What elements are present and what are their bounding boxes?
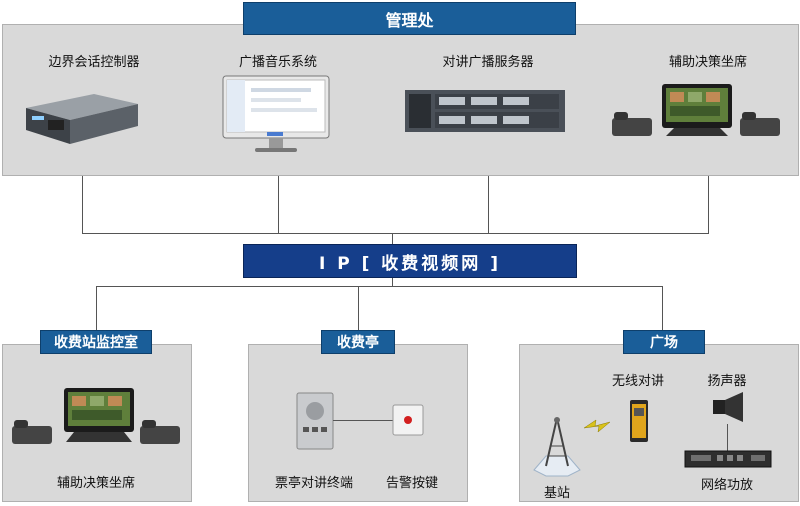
- connector: [82, 176, 83, 234]
- intercom-terminal-icon: [296, 392, 334, 450]
- connector: [82, 233, 709, 234]
- base-station-icon: [533, 417, 581, 477]
- device-label: 边界会话控制器: [48, 55, 140, 70]
- device-label: 辅助决策坐席: [668, 55, 748, 70]
- connector: [278, 176, 279, 234]
- connector: [333, 420, 393, 421]
- monitor-icon: [222, 75, 330, 152]
- device-label: 对讲广播服务器: [442, 55, 534, 70]
- walkie-talkie-icon: [630, 400, 648, 442]
- ip-network-bar: I P [ 收费视频网 ]: [243, 244, 577, 278]
- device-label: 网络功放: [700, 478, 754, 493]
- device-label: 辅助决策坐席: [56, 476, 136, 491]
- toll-booth-title: 收费亭: [321, 330, 395, 354]
- device-label: 无线对讲: [611, 374, 665, 389]
- alarm-button-icon: [392, 404, 424, 436]
- connector: [488, 176, 489, 234]
- plaza-title: 广场: [623, 330, 705, 354]
- speaker-icon: [713, 392, 743, 422]
- device-label: 告警按键: [385, 476, 439, 491]
- connector: [662, 286, 663, 330]
- toll-booth-panel: [248, 344, 468, 502]
- network-amplifier-icon: [684, 450, 772, 468]
- connector: [708, 176, 709, 234]
- rack-server-icon: [405, 90, 565, 132]
- connector: [358, 286, 359, 330]
- device-label: 基站: [543, 486, 571, 501]
- connector: [96, 286, 663, 287]
- monitor-room-title: 收费站监控室: [40, 330, 152, 354]
- console-icon: [612, 84, 780, 136]
- connector: [96, 286, 97, 330]
- connector: [727, 424, 728, 452]
- device-label: 扬声器: [707, 374, 747, 389]
- console-icon: [12, 388, 180, 444]
- lightning-icon: [583, 419, 611, 433]
- device-label: 票亭对讲终端: [274, 476, 354, 491]
- connector: [392, 278, 393, 286]
- connector: [392, 233, 393, 244]
- session-border-controller-icon: [26, 94, 138, 144]
- management-title: 管理处: [243, 2, 576, 35]
- device-label: 广播音乐系统: [238, 55, 318, 70]
